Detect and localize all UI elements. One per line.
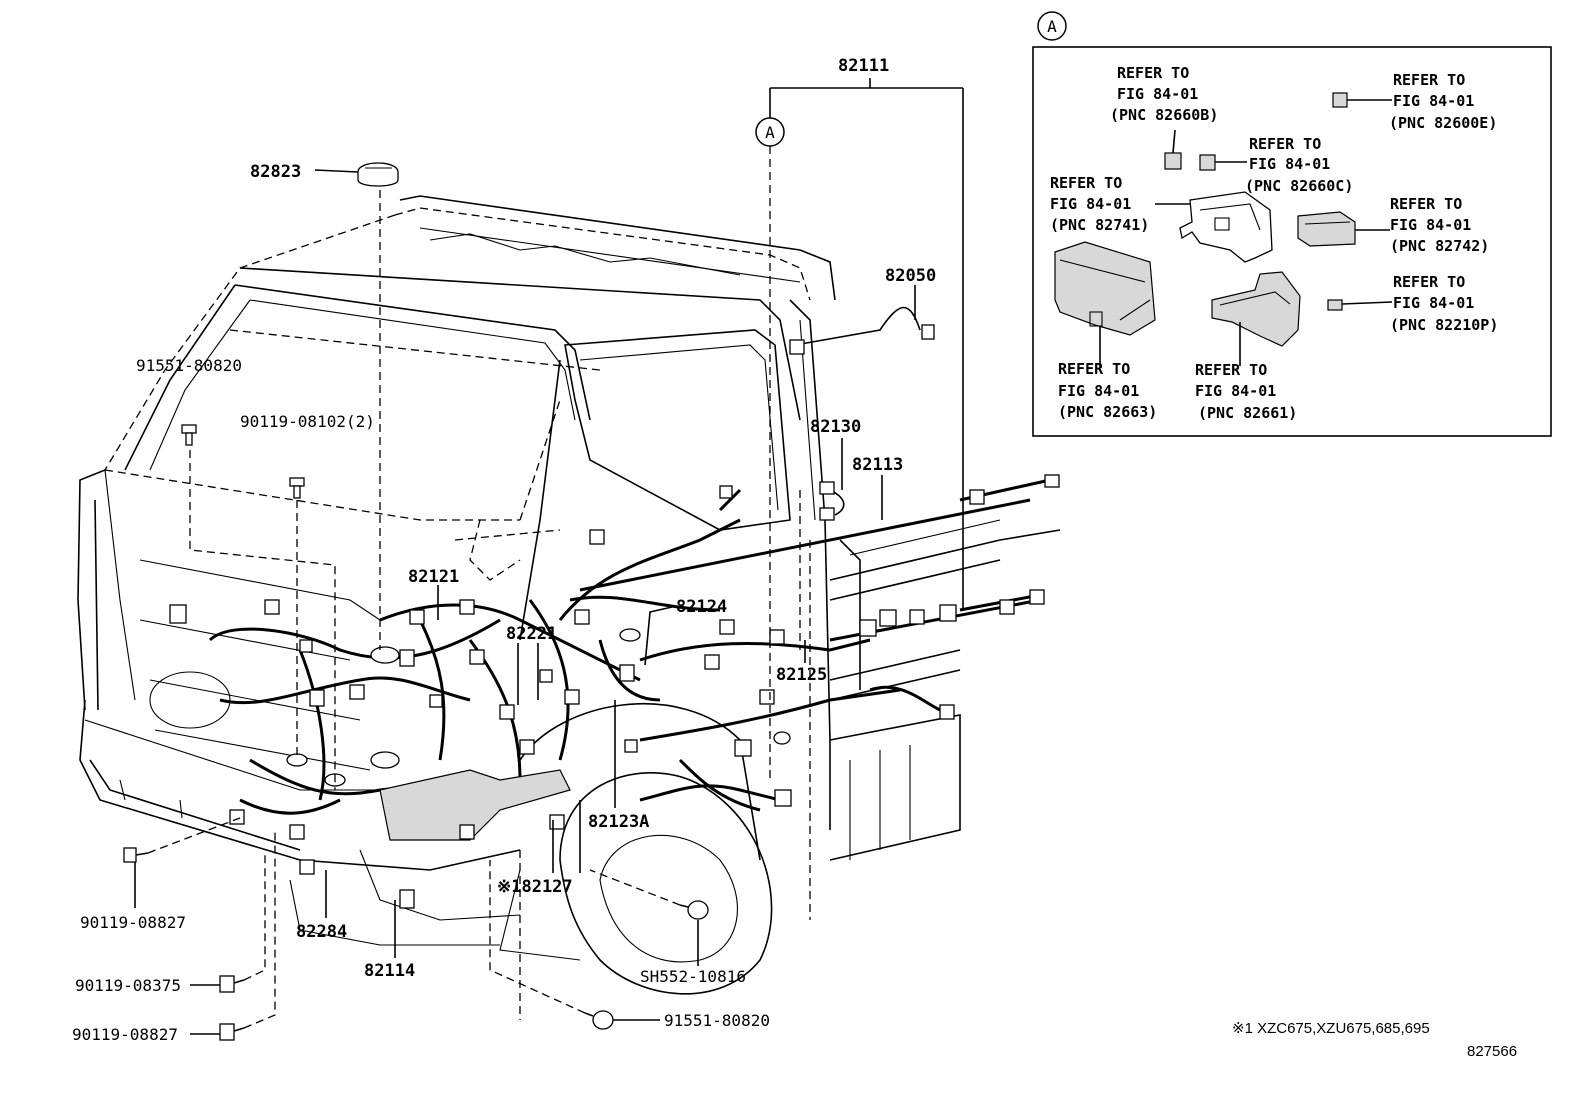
clip-91551b-icon: [584, 1010, 614, 1030]
label-82125: 82125: [776, 665, 827, 685]
label-90119-08827-b: 90119-08827: [72, 1025, 178, 1044]
svg-text:(PNC 82600E): (PNC 82600E): [1389, 114, 1497, 132]
label-91551-bottom: 91551-80820: [664, 1011, 770, 1030]
label-sh552: SH552-10816: [640, 967, 746, 986]
ref-82661: REFER TO FIG 84-01 (PNC 82661): [1195, 361, 1297, 422]
label-82823: 82823: [250, 162, 301, 182]
label-82124: 82124: [676, 597, 727, 617]
svg-text:(PNC 82663): (PNC 82663): [1058, 403, 1157, 421]
label-82284: 82284: [296, 922, 347, 942]
inset-part-82661-icon: [1211, 271, 1301, 366]
ref-82600e: REFER TO FIG 84-01 (PNC 82600E): [1389, 71, 1497, 132]
svg-text:REFER TO: REFER TO: [1390, 195, 1462, 213]
bolt-90119-08827b-icon: [219, 1023, 245, 1041]
svg-text:REFER TO: REFER TO: [1393, 71, 1465, 89]
leader-lines: [134, 78, 964, 1035]
label-90119-08375: 90119-08375: [75, 976, 181, 995]
ref-82742: REFER TO FIG 84-01 (PNC 82742): [1390, 195, 1489, 255]
bolt-90119-08827a-icon: [123, 847, 149, 863]
inset-part-82663-icon: [1054, 241, 1156, 368]
inset-part-82600e-icon: [1332, 92, 1392, 108]
harness-connectors: [169, 324, 1060, 909]
label-82050: 82050: [885, 266, 936, 286]
footnote: ※1 XZC675,XZU675,685,695: [1232, 1020, 1430, 1037]
clip-sh552-icon: [679, 900, 709, 920]
svg-text:REFER TO: REFER TO: [1050, 174, 1122, 192]
label-82127: ※182127: [497, 877, 573, 897]
label-82221: 82221: [506, 624, 557, 644]
svg-text:FIG 84-01: FIG 84-01: [1195, 382, 1276, 400]
svg-text:FIG 84-01: FIG 84-01: [1390, 216, 1471, 234]
ref-82660c: REFER TO FIG 84-01 (PNC 82660C): [1245, 135, 1353, 195]
svg-text:FIG 84-01: FIG 84-01: [1249, 155, 1330, 173]
label-82114: 82114: [364, 961, 415, 981]
bolt-90119-08375-icon: [219, 975, 245, 993]
ref-82660b: REFER TO FIG 84-01 (PNC 82660B): [1110, 64, 1218, 124]
svg-text:FIG 84-01: FIG 84-01: [1117, 85, 1198, 103]
svg-text:(PNC 82660B): (PNC 82660B): [1110, 106, 1218, 124]
svg-text:FIG 84-01: FIG 84-01: [1393, 92, 1474, 110]
grommet-82823-icon: [357, 162, 399, 187]
inset-part-82660b-icon: [1164, 129, 1182, 170]
label-82111: 82111: [838, 56, 889, 76]
figure-id: 827566: [1467, 1043, 1517, 1060]
label-82130: 82130: [810, 417, 861, 437]
label-82113: 82113: [852, 455, 903, 475]
inset-panel-a: A: [1032, 11, 1552, 437]
inset-part-82742-icon: [1297, 211, 1390, 247]
marker-a-main: A: [755, 117, 785, 147]
svg-text:REFER TO: REFER TO: [1058, 360, 1130, 378]
truck-cab-outline: [77, 195, 1061, 995]
ref-82663: REFER TO FIG 84-01 (PNC 82663): [1058, 360, 1157, 421]
inset-part-82741-icon: [1155, 191, 1273, 263]
callout-labels: 82111 82823 82050 91551-80820 90119-0810…: [72, 56, 936, 1044]
svg-text:(PNC 82661): (PNC 82661): [1198, 404, 1297, 422]
fastener-icons: [123, 162, 709, 1041]
bolt-90119-08102-icon: [289, 477, 305, 499]
svg-text:FIG 84-01: FIG 84-01: [1058, 382, 1139, 400]
svg-text:FIG 84-01: FIG 84-01: [1050, 195, 1131, 213]
label-82123a: 82123A: [588, 812, 649, 832]
label-90119-08827-a: 90119-08827: [80, 913, 186, 932]
wire-harness: [208, 306, 1051, 841]
ref-82741: REFER TO FIG 84-01 (PNC 82741): [1050, 174, 1149, 234]
clip-91551-icon: [181, 424, 197, 446]
label-90119-08102: 90119-08102(2): [240, 412, 375, 431]
svg-text:(PNC 82210P): (PNC 82210P): [1390, 316, 1498, 334]
svg-text:REFER TO: REFER TO: [1249, 135, 1321, 153]
svg-text:(PNC 82741): (PNC 82741): [1050, 216, 1149, 234]
label-91551-top: 91551-80820: [136, 356, 242, 375]
svg-text:REFER TO: REFER TO: [1117, 64, 1189, 82]
inset-part-82660c-icon: [1199, 154, 1247, 171]
svg-text:(PNC 82742): (PNC 82742): [1390, 237, 1489, 255]
svg-text:FIG 84-01: FIG 84-01: [1393, 294, 1474, 312]
label-82121: 82121: [408, 567, 459, 587]
svg-text:A: A: [765, 123, 775, 142]
svg-text:REFER TO: REFER TO: [1195, 361, 1267, 379]
svg-text:(PNC 82660C): (PNC 82660C): [1245, 177, 1353, 195]
svg-text:REFER TO: REFER TO: [1393, 273, 1465, 291]
svg-text:A: A: [1047, 17, 1057, 36]
inset-part-82210p-icon: [1327, 299, 1393, 311]
ref-82210p: REFER TO FIG 84-01 (PNC 82210P): [1390, 273, 1498, 334]
